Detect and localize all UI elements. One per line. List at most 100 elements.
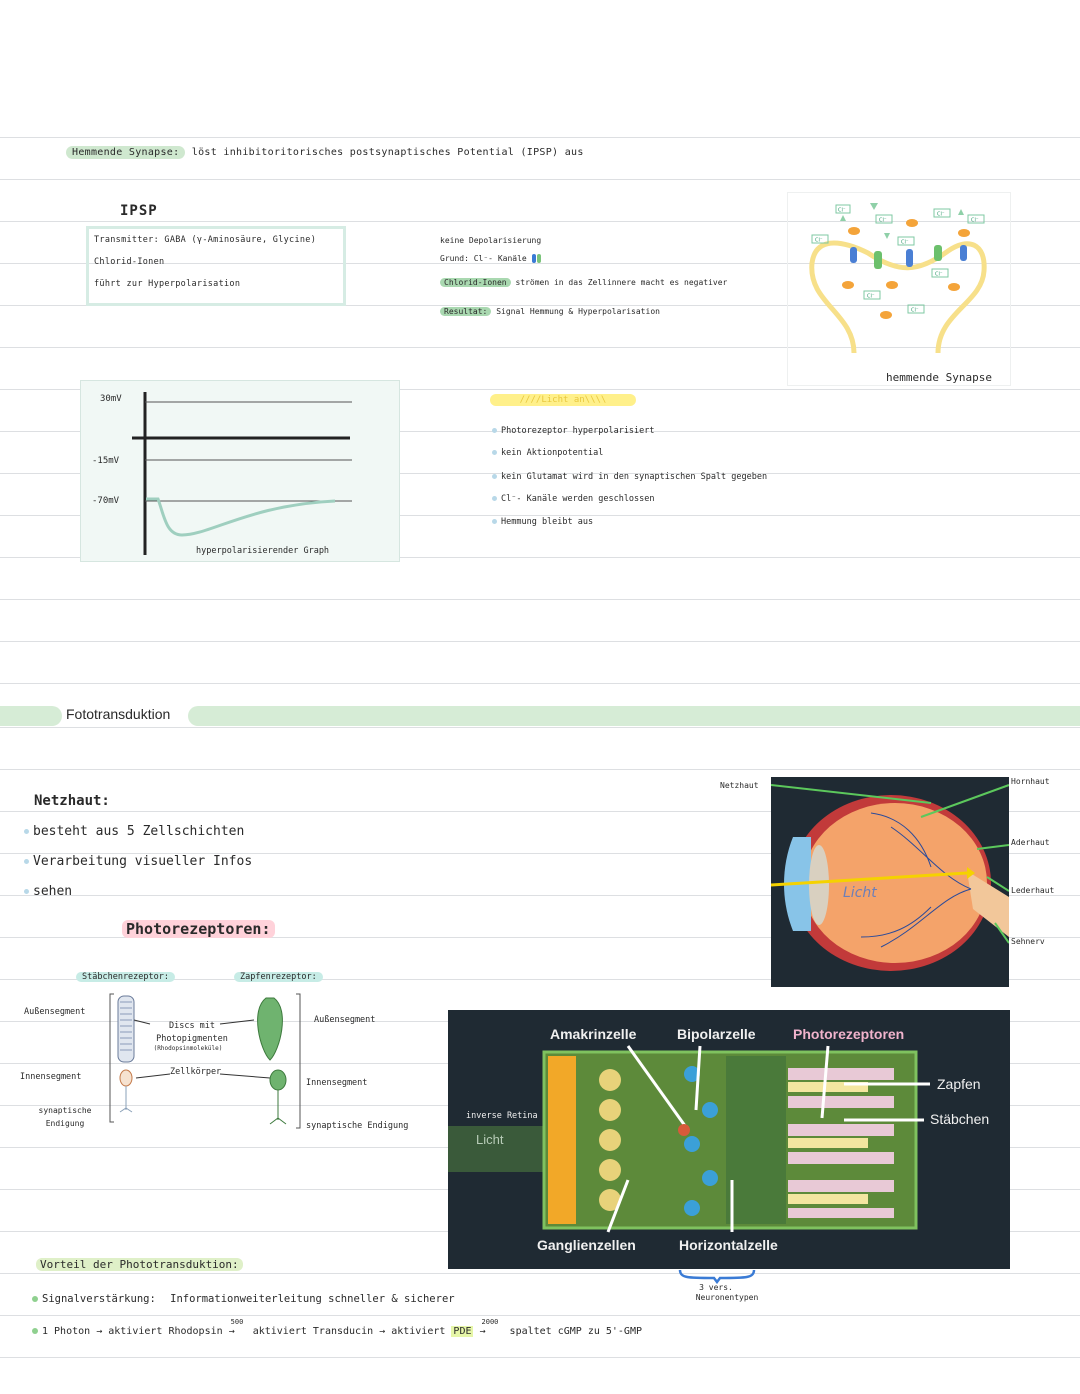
retina-label-photorezeptoren: Photorezeptoren (793, 1026, 905, 1042)
tick-15: -15mV (92, 456, 120, 466)
pointer-aderhaut (976, 844, 1010, 850)
section-band-right (188, 706, 1080, 726)
pointer-ganglien (606, 1179, 630, 1233)
licht-item-4: Cl⁻- Kanäle werden geschlossen (492, 494, 655, 504)
pointer-lederhaut (986, 876, 1010, 892)
cl-ion-box-6 (897, 236, 915, 246)
step-rhodopsin: aktiviert Rhodopsin (108, 1326, 223, 1337)
header-text: löst inhibitoritorisches postsynaptische… (191, 147, 584, 158)
chlorid-label: Chlorid-Ionen (440, 278, 511, 287)
retina-diagram (448, 1010, 1010, 1269)
header-line: Hemmende Synapse: löst inhibitoritorisch… (66, 146, 584, 159)
receptor-channel (960, 245, 967, 261)
ion-triangle (840, 215, 846, 221)
ganglion-layer (548, 1056, 576, 1224)
retina-label-horizontal: Horizontalzelle (679, 1237, 778, 1253)
vorteil-line1-text: Informationweiterleitung schneller & sic… (170, 1293, 455, 1305)
retina-svg (448, 1045, 930, 1233)
ipsp-title: IPSP (120, 203, 158, 219)
cone-cell-body (269, 1069, 287, 1091)
cl-ion-box-8 (863, 290, 881, 300)
pointer-netzhaut (770, 784, 932, 804)
pointer-bipolar (694, 1045, 702, 1111)
vorteil-line-2: 1 Photon → aktiviert Rhodopsin 500→ akti… (32, 1318, 642, 1337)
licht-item-text: kein Aktionpotential (501, 448, 604, 458)
rod-label-synaptisch: synaptische Endigung (38, 1106, 92, 1128)
cone-title: Zapfenrezeptor: (234, 972, 323, 982)
cl-ion-box-9 (907, 304, 925, 314)
cone-label-aussen: Außensegment (314, 1015, 376, 1025)
receptor-svg (109, 993, 301, 1129)
cl-ion-box-4 (967, 214, 985, 224)
section-band-left (0, 706, 62, 726)
retina-label-ganglien: Ganglienzellen (537, 1237, 636, 1253)
brace (678, 1269, 756, 1284)
cl-ion-text-4: Cl⁻ (971, 218, 979, 224)
licht-item-text: Cl⁻- Kanäle werden geschlossen (501, 494, 655, 504)
amp-2000: 2000 (481, 1318, 499, 1326)
step-aktiviert: aktiviert (391, 1326, 446, 1337)
cl-ion-text-9: Cl⁻ (911, 308, 919, 314)
licht-item-2: kein Aktionpotential (492, 448, 603, 458)
cl-ion-text-2: Cl⁻ (879, 218, 887, 224)
licht-band (448, 1126, 544, 1172)
synapse-svg: Cl⁻ Cl⁻ Cl⁻ Cl⁻ Cl⁻ Cl⁻ Cl⁻ Cl⁻ Cl⁻ (809, 203, 987, 354)
netzhaut-item-1: besteht aus 5 Zellschichten (24, 824, 244, 839)
blood-vessel (860, 906, 932, 938)
licht-item-5: Hemmung bleibt aus (492, 517, 593, 527)
vorteil-line-1: Signalverstärkung: Informationweiterleit… (32, 1293, 455, 1305)
netzhaut-title: Netzhaut: (34, 793, 110, 809)
ipsp-right-2: Grund: Cl⁻- Kanäle (440, 254, 541, 263)
eye-licht-label: Licht (843, 885, 877, 901)
licht-an-highlight: ////Licht an\\\\ (490, 394, 636, 406)
brace-note-1: 3 vers. (699, 1283, 733, 1292)
gaba-molecule (948, 283, 960, 291)
cone-outer-segment (257, 997, 283, 1061)
retina-label-zapfen: Zapfen (937, 1076, 981, 1092)
retina-label-bipolar: Bipolarzelle (677, 1026, 756, 1042)
eye-svg: Licht (770, 784, 1010, 971)
licht-item-text: Hemmung bleibt aus (501, 517, 594, 527)
amakrin-cell (678, 1124, 690, 1136)
retina-label-licht: Licht (476, 1132, 504, 1147)
vorteil-line1-label: Signalverstärkung: (42, 1293, 156, 1305)
bipolar-cells (684, 1066, 718, 1216)
blood-vessel (890, 826, 972, 890)
step-pde: PDE (451, 1326, 474, 1337)
label-rhodopsin: (Rhodopsinmoleküle) (153, 1045, 223, 1052)
channel-icon (531, 254, 536, 263)
gaba-molecule (906, 219, 918, 227)
ipsp-line-1: Transmitter: GABA (γ-Aminosäure, Glycine… (94, 235, 317, 245)
netzhaut-item-2: Verarbeitung visueller Infos (24, 854, 252, 869)
arrow-500: 500→ (228, 1318, 244, 1337)
grund-label: Grund: (440, 254, 469, 263)
receptor-channel (850, 247, 857, 263)
graph-svg (132, 392, 352, 555)
label-discs: Discs mit Photopigmenten (156, 1021, 228, 1044)
ipsp-right-3: Chlorid-Ionen strömen in das Zellinnere … (440, 278, 727, 287)
tick-70: -70mV (92, 496, 120, 506)
tick-30: 30mV (100, 394, 122, 404)
eye-label-hornhaut: Hornhaut (1011, 777, 1050, 786)
step-cgmp: spaltet cGMP zu 5'-GMP (509, 1326, 642, 1337)
rod-cell-body (119, 1069, 133, 1087)
pointer-discs-cone (219, 1019, 255, 1025)
pointer-zellkoerper-cone (219, 1073, 271, 1079)
receptor-channel (906, 249, 913, 267)
licht-item-3: kein Glutamat wird in den synaptischen S… (492, 472, 767, 482)
ipsp-right-1: keine Depolarisierung (440, 236, 542, 245)
pointer-photorezeptoren (820, 1045, 830, 1119)
amp-500: 500 (230, 1318, 244, 1326)
ipsp-line-3: führt zur Hyperpolarisation (94, 279, 241, 289)
label-zellkoerper: Zellkörper (170, 1067, 222, 1077)
gaba-molecule (958, 229, 970, 237)
rod-label-aussen: Außensegment (24, 1007, 86, 1017)
cl-ion-box-2 (875, 214, 893, 224)
light-ray-arrow (967, 867, 975, 879)
cone-label-synaptisch: synaptische Endigung (306, 1121, 409, 1131)
pointer-discs (133, 1019, 151, 1025)
cl-ion-text-6: Cl⁻ (901, 240, 909, 246)
netzhaut-item-text: Verarbeitung visueller Infos (33, 854, 253, 869)
step-photon: 1 Photon (42, 1326, 91, 1337)
eye-label-lederhaut: Lederhaut (1011, 886, 1055, 895)
